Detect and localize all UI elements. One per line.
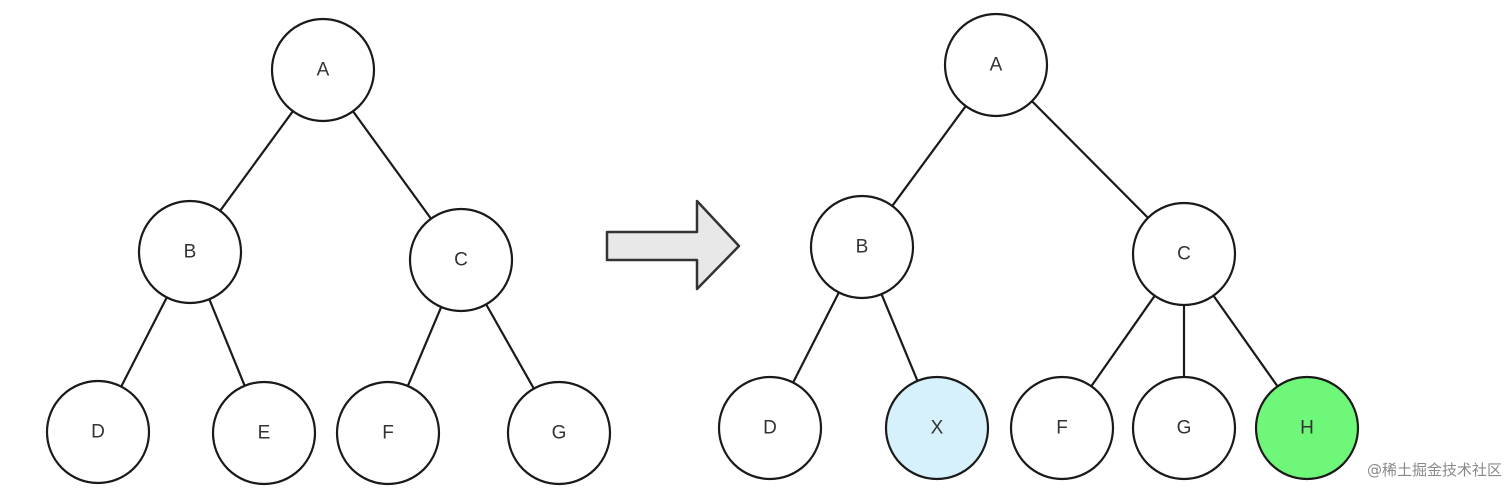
edge-b-d xyxy=(791,290,841,385)
tree-node-b: B xyxy=(137,199,243,305)
watermark: @稀土掘金技术社区 xyxy=(1366,461,1502,479)
tree-node-b: B xyxy=(809,194,915,300)
tree-node-f: F xyxy=(335,380,441,486)
edge-a-c xyxy=(350,108,434,222)
tree-node-x: X xyxy=(884,375,990,481)
tree-node-f: F xyxy=(1009,375,1115,481)
node-circle xyxy=(211,380,317,486)
node-circle xyxy=(809,194,915,300)
edge-c-f xyxy=(1089,293,1157,389)
edge-a-c xyxy=(1029,98,1151,221)
tree-after: A B C D X F G H xyxy=(717,12,1360,481)
node-circle xyxy=(45,379,151,485)
node-label: H xyxy=(1300,418,1314,439)
tree-node-d: D xyxy=(45,379,151,485)
edge-c-g xyxy=(484,302,536,391)
node-label: G xyxy=(1177,418,1192,439)
node-circle xyxy=(1254,375,1360,481)
node-circle xyxy=(506,380,612,486)
node-label: G xyxy=(552,423,567,444)
tree-node-c: C xyxy=(408,207,514,313)
node-circle xyxy=(717,375,823,481)
tree-node-c: C xyxy=(1131,201,1237,307)
node-circle xyxy=(137,199,243,305)
tree-node-a: A xyxy=(943,12,1049,118)
edge-b-e xyxy=(207,296,247,389)
node-label: E xyxy=(258,423,271,444)
tree-node-g: G xyxy=(1131,375,1237,481)
tree-node-a: A xyxy=(270,17,376,123)
node-label: B xyxy=(184,242,197,263)
edge-b-x xyxy=(879,291,920,384)
edge-a-b xyxy=(890,103,968,209)
tree-node-e: E xyxy=(211,380,317,486)
tree-before: A B C D E F G xyxy=(45,17,612,486)
node-label: F xyxy=(1056,418,1068,439)
node-label: C xyxy=(454,250,468,271)
node-circle xyxy=(1131,375,1237,481)
node-circle xyxy=(1131,201,1237,307)
node-label: X xyxy=(931,418,944,439)
node-circle xyxy=(884,375,990,481)
node-label: A xyxy=(990,55,1003,76)
node-label: D xyxy=(91,422,105,443)
right-arrow-icon xyxy=(605,199,741,291)
edge-b-d xyxy=(119,295,169,389)
node-label: A xyxy=(317,60,330,81)
node-circle xyxy=(335,380,441,486)
tree-node-g: G xyxy=(506,380,612,486)
node-circle xyxy=(408,207,514,313)
edge-c-f xyxy=(406,304,443,389)
edge-c-h xyxy=(1211,293,1280,389)
node-label: D xyxy=(763,418,777,439)
tree-node-d: D xyxy=(717,375,823,481)
node-label: C xyxy=(1177,244,1191,265)
edge-a-b xyxy=(218,108,295,214)
node-label: F xyxy=(382,423,394,444)
node-label: B xyxy=(856,237,869,258)
node-circle xyxy=(943,12,1049,118)
node-circle xyxy=(270,17,376,123)
tree-node-h: H xyxy=(1254,375,1360,481)
transform-arrow xyxy=(605,199,741,291)
node-circle xyxy=(1009,375,1115,481)
